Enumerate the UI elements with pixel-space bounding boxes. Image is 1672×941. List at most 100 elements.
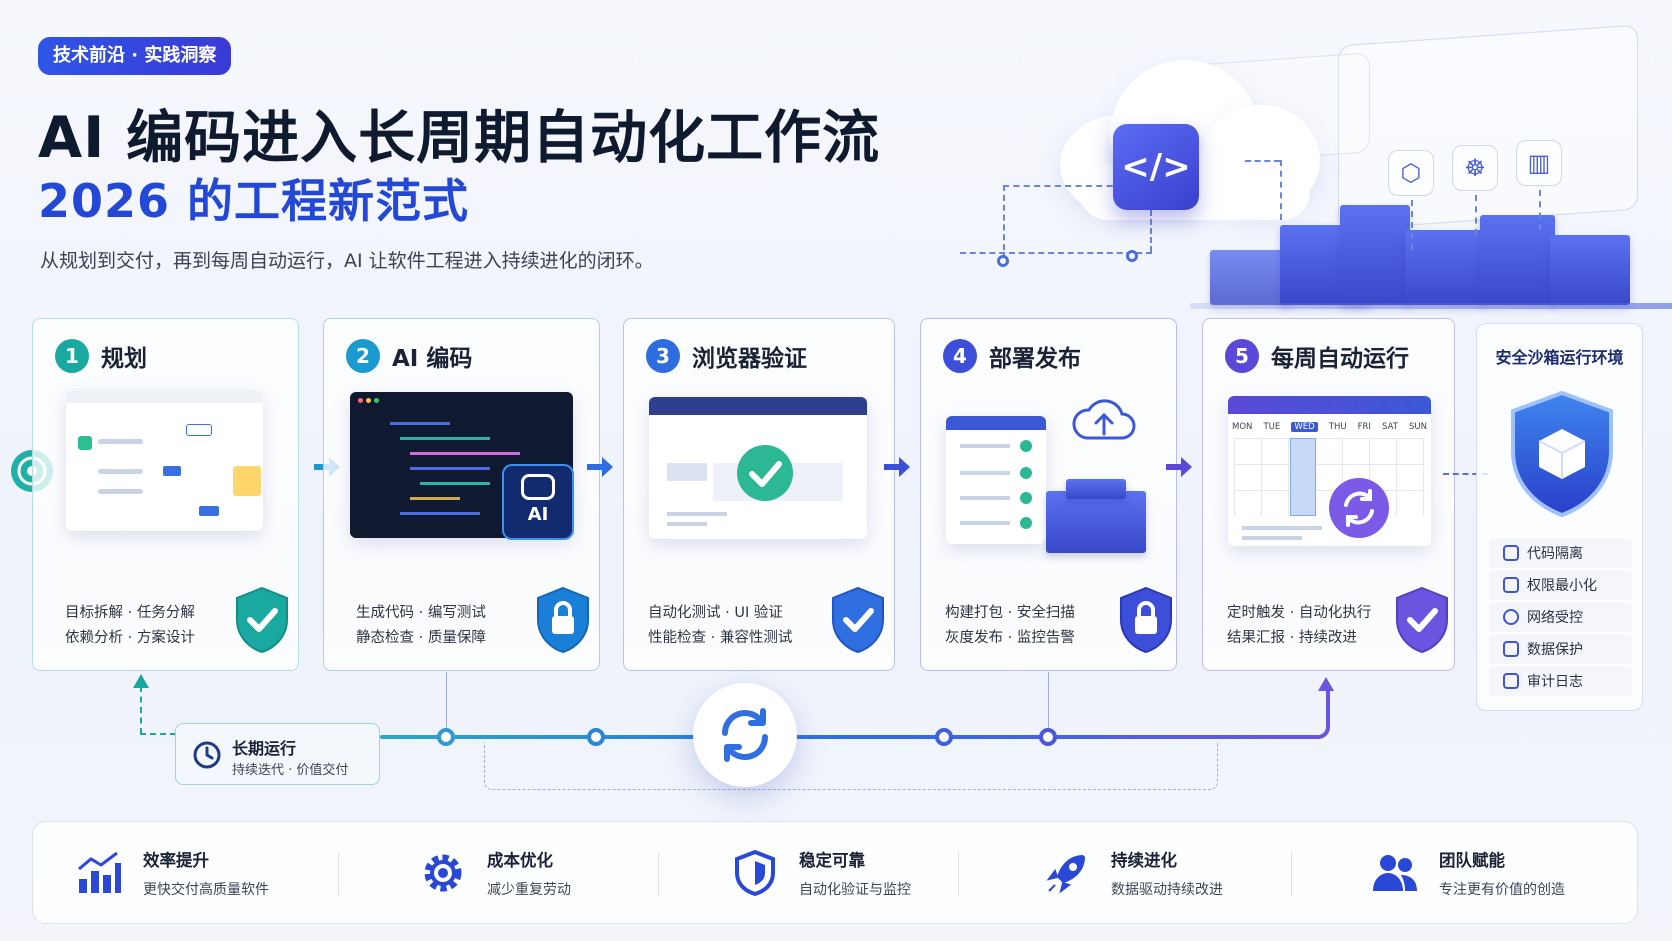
server-stack: [1046, 491, 1146, 553]
document-icon: [1503, 673, 1519, 689]
divider: [958, 852, 959, 896]
server-block: [1405, 230, 1485, 305]
check-shield-icon: [832, 586, 884, 654]
server-block: [1210, 250, 1290, 305]
calendar-day: SAT: [1382, 422, 1398, 432]
connector-line: [1003, 185, 1123, 187]
flow-node: [163, 466, 181, 476]
text-line: [960, 471, 1010, 475]
server-block: [1480, 215, 1555, 305]
long-run-title: 长期运行: [232, 739, 297, 758]
step-header: 2 AI 编码: [346, 339, 472, 373]
sandbox-item: 数据保护: [1489, 634, 1632, 664]
desc-line: 自动化测试 · UI 验证: [648, 605, 783, 621]
calendar-day-selected: WED: [1291, 422, 1318, 432]
shield-cube-icon: [1511, 390, 1613, 518]
loop-tick: [1048, 672, 1049, 732]
step-description: 自动化测试 · UI 验证 性能检查 · 兼容性测试: [648, 601, 792, 651]
code-line: [400, 437, 490, 440]
globe-icon: [1503, 609, 1519, 625]
desc-line: 生成代码 · 编写测试: [356, 605, 486, 621]
connector-node: [1126, 250, 1138, 262]
divider: [338, 852, 339, 896]
shield-icon: [735, 849, 775, 896]
flow-node: [199, 506, 219, 516]
calendar-day: SUN: [1409, 422, 1427, 432]
page-title: AI 编码进入长周期自动化工作流: [38, 105, 881, 171]
sandbox-connector: [1443, 473, 1488, 475]
page-description: 从规划到交付，再到每周自动运行，AI 让软件工程进入持续进化的闭环。: [40, 250, 654, 272]
step-card-deploy[interactable]: 4 部署发布 构建打包 · 安全扫描 灰度发布 · 监控告警: [920, 318, 1177, 671]
loop-line-end: [1316, 685, 1330, 739]
team-icon: [1373, 854, 1417, 891]
feature-title: 团队赋能: [1439, 850, 1505, 870]
clock-icon: [193, 741, 221, 769]
bg-panel: [1338, 24, 1638, 231]
code-line: [410, 497, 460, 500]
loop-connector: [140, 733, 176, 735]
step-header: 3 浏览器验证: [646, 339, 807, 373]
check-icon: [1020, 440, 1032, 452]
lock-shield-icon: [537, 586, 589, 654]
text-line: [98, 489, 143, 494]
desc-line: 依赖分析 · 方案设计: [65, 630, 195, 646]
step-title: 浏览器验证: [692, 346, 807, 372]
data-protect-icon: [1503, 641, 1519, 657]
server-block: [1340, 205, 1410, 305]
connector-line: [1475, 195, 1477, 235]
step-card-browser-verify[interactable]: 3 浏览器验证 自动化测试 · UI 验证 性能检查 · 兼容性测试: [623, 318, 895, 671]
server-block: [1550, 235, 1630, 305]
window-dot: [366, 398, 371, 403]
arrow-right-icon: [587, 457, 613, 477]
loop-connector: [140, 686, 142, 734]
step-number: 2: [346, 339, 380, 373]
loop-node: [587, 728, 605, 746]
feature-text: 效率提升 更快交付高质量软件: [143, 847, 269, 899]
feature-reliability: 稳定可靠 自动化验证与监控: [731, 822, 911, 923]
cloud-illustration: ⬡ ☸ ▥: [900, 20, 1672, 310]
text-line: [1242, 536, 1302, 540]
feature-cost: 成本优化 减少重复劳动: [419, 822, 571, 923]
step-card-ai-coding[interactable]: 2 AI 编码 AI 生成代码 · 编写测试 静态检查 · 质量保障: [323, 318, 600, 671]
loop-node: [1039, 728, 1057, 746]
ai-robot-badge: AI: [502, 464, 574, 540]
sync-icon: [1329, 478, 1389, 538]
sandbox-item-label: 代码隔离: [1527, 546, 1583, 562]
code-line: [400, 512, 480, 515]
check-shield-icon: [1396, 586, 1448, 654]
connector-line: [1411, 200, 1413, 250]
arrow-right-icon: [1166, 457, 1192, 477]
loop-tick: [446, 672, 447, 732]
loop-center: [693, 683, 797, 787]
code-line: [390, 422, 450, 425]
divider: [1291, 852, 1292, 896]
sandbox-item: 权限最小化: [1489, 570, 1632, 600]
connector-node: [997, 255, 1009, 267]
step-title: 规划: [101, 346, 147, 372]
check-circle-icon: [737, 445, 793, 501]
calendar-day: THU: [1328, 422, 1347, 432]
window-dot: [358, 398, 363, 403]
header-tag: 技术前沿 · 实践洞察: [38, 37, 232, 75]
refresh-icon: [722, 708, 768, 762]
shield-icon: [1503, 545, 1519, 561]
text-line: [1242, 526, 1322, 530]
desc-line: 结果汇报 · 持续改进: [1227, 630, 1357, 646]
connector-line: [1150, 210, 1152, 252]
security-sandbox-panel: 安全沙箱运行环境 代码隔离 权限最小化 网络受控 数据保护 审计日志: [1476, 323, 1643, 711]
code-line: [410, 467, 490, 470]
sandbox-item-label: 数据保护: [1527, 642, 1583, 658]
server-stack: [1066, 479, 1126, 499]
flow-node: [186, 424, 212, 436]
desc-line: 灰度发布 · 监控告警: [945, 630, 1075, 646]
checklist-illustration: [946, 416, 1046, 544]
gear-icon: [424, 854, 462, 891]
feature-evolution: 持续进化 数据驱动持续改进: [1043, 822, 1223, 923]
step-card-planning[interactable]: 1 规划 目标拆解 · 任务分解 依赖分析 · 方案设计: [32, 318, 299, 671]
step-card-weekly-run[interactable]: 5 每周自动运行 MON TUE WED THU FRI SAT SUN 定时触…: [1202, 318, 1455, 671]
step-header: 1 规划: [55, 339, 147, 373]
arrow-up-icon: [133, 674, 149, 688]
browser-bar: [649, 397, 867, 415]
loop-line: [380, 735, 1320, 739]
check-shield-icon: [236, 586, 288, 654]
